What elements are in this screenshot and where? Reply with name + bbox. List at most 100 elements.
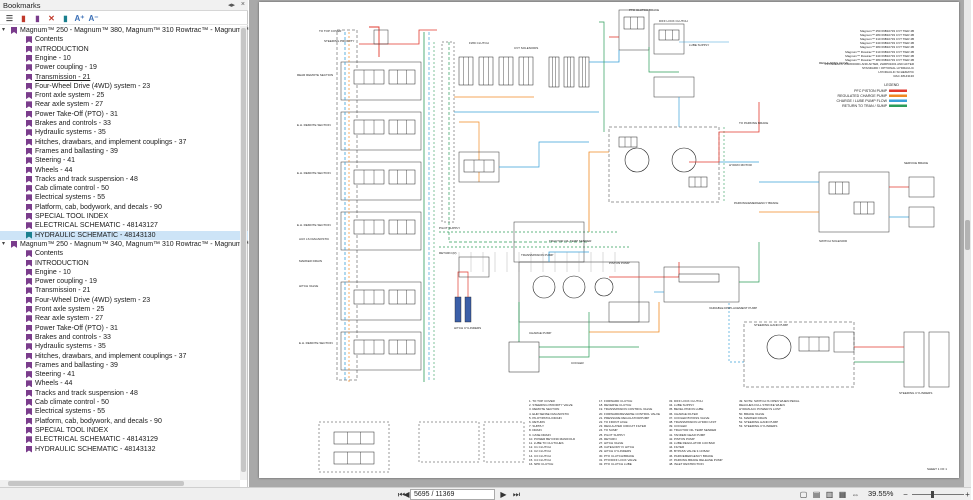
continuous-view-icon[interactable]: ▤: [812, 490, 821, 499]
bookmark-item[interactable]: INTRODUCTION: [0, 45, 248, 54]
bookmark-options-icon[interactable]: ☰: [5, 14, 14, 23]
bookmark-item[interactable]: Hitches, drawbars, and implement couplin…: [0, 138, 248, 147]
bookmark-item[interactable]: Four-Wheel Drive (4WD) system - 23: [0, 82, 248, 91]
bookmark-item[interactable]: Rear axle system - 27: [0, 314, 248, 323]
fit-width-icon[interactable]: ⇔: [851, 490, 860, 499]
scrollbar-thumb[interactable]: [8, 481, 184, 486]
zoom-in-icon[interactable]: +: [965, 490, 970, 499]
two-page-view-icon[interactable]: ▥: [825, 490, 834, 499]
bookmarks-horizontal-scrollbar[interactable]: [0, 480, 240, 487]
delete-bookmark-icon[interactable]: ✕: [48, 14, 55, 23]
bookmark-item[interactable]: Contents: [0, 249, 248, 258]
bookmark-item[interactable]: Platform, cab, bodywork, and decals - 90: [0, 203, 248, 212]
single-page-view-icon[interactable]: ▢: [799, 490, 808, 499]
bookmark-label: Frames and ballasting - 39: [35, 361, 118, 369]
page-number-input[interactable]: 5695 / 11369: [410, 489, 495, 500]
collapse-panel-icon[interactable]: ◂▸: [227, 2, 235, 9]
bookmark-item[interactable]: ELECTRICAL SCHEMATIC - 48143127: [0, 221, 248, 230]
increase-text-size-icon[interactable]: A⁺: [74, 14, 85, 23]
bookmark-item[interactable]: Tracks and track suspension - 48: [0, 389, 248, 398]
bookmark-item[interactable]: Electrical systems - 55: [0, 407, 248, 416]
expand-bookmark-icon[interactable]: ▮: [35, 14, 40, 23]
decrease-text-size-icon[interactable]: A⁻: [88, 14, 99, 23]
bookmark-item[interactable]: SPECIAL TOOL INDEX: [0, 212, 248, 221]
schematic-label: RETURN TO TRAN / SUMP: [842, 104, 887, 108]
bookmark-item[interactable]: INTRODUCTION: [0, 259, 248, 268]
bookmarks-vertical-scrollbar[interactable]: [240, 26, 247, 480]
next-page-icon[interactable]: ▶: [500, 490, 507, 499]
bookmark-item[interactable]: Power coupling - 19: [0, 63, 248, 72]
bookmark-item[interactable]: Power coupling - 19: [0, 277, 248, 286]
bookmark-item[interactable]: Front axle system - 25: [0, 305, 248, 314]
scrollbar-thumb[interactable]: [965, 220, 970, 250]
schematic-label: 36. CHARGE FILTER: [669, 411, 698, 416]
bookmark-item[interactable]: Brakes and controls - 33: [0, 333, 248, 342]
valve-symbol: [798, 336, 830, 352]
bookmark-item[interactable]: Front axle system - 25: [0, 91, 248, 100]
document-scrollbar[interactable]: [964, 0, 971, 487]
bookmark-item[interactable]: SPECIAL TOOL INDEX: [0, 426, 248, 435]
bookmark-item[interactable]: Tracks and track suspension - 48: [0, 175, 248, 184]
bookmark-item[interactable]: Hydraulic systems - 35: [0, 128, 248, 137]
bookmark-item[interactable]: Power Take-Off (PTO) - 31: [0, 110, 248, 119]
bookmark-item[interactable]: Hydraulic systems - 35: [0, 342, 248, 351]
bookmark-item[interactable]: Platform, cab, bodywork, and decals - 90: [0, 417, 248, 426]
expand-toggle-icon[interactable]: ▾: [2, 27, 6, 33]
bookmark-item[interactable]: Four-Wheel Drive (4WD) system - 23: [0, 296, 248, 305]
bookmark-icon: [26, 120, 32, 127]
hydraulic-line: [599, 21, 605, 132]
scrollbar-thumb[interactable]: [241, 28, 246, 472]
bookmark-item[interactable]: Engine - 10: [0, 268, 248, 277]
bookmark-item[interactable]: Steering - 41: [0, 156, 248, 165]
cylinder-symbol: [678, 273, 720, 283]
bookmark-item[interactable]: Cab climate control - 50: [0, 398, 248, 407]
bookmark-label: Four-Wheel Drive (4WD) system - 23: [35, 296, 151, 304]
bookmark-item[interactable]: Transmission - 21: [0, 73, 248, 82]
bookmark-item[interactable]: Engine - 10: [0, 54, 248, 63]
zoom-slider-knob[interactable]: [931, 491, 934, 498]
legend-swatch: [889, 89, 907, 92]
first-page-icon[interactable]: ⏮: [397, 490, 406, 499]
close-panel-icon[interactable]: ×: [240, 1, 245, 8]
bookmark-icon: [26, 64, 32, 72]
valve-symbol: [353, 69, 385, 85]
schematic-label: AUX LS DIAGNOSTIC: [299, 237, 330, 241]
valve-symbol: [688, 176, 708, 188]
expand-toggle-icon[interactable]: ▾: [2, 240, 6, 247]
zoom-slider[interactable]: [912, 491, 964, 498]
schematic-label: 34. LUBE SUPPLY: [669, 403, 695, 408]
bookmark-group[interactable]: ▾Magnum™ 250 - Magnum™ 340, Magnum™ 310 …: [0, 240, 273, 249]
bookmark-properties-icon[interactable]: ▮: [63, 14, 68, 23]
bookmark-item[interactable]: ELECTRICAL SCHEMATIC - 48143129: [0, 435, 248, 444]
hydraulic-line: [499, 141, 589, 168]
bookmark-group[interactable]: ▾Magnum™ 250 - Magnum™ 380, Magnum™ 310 …: [0, 26, 269, 35]
schematic-label: 14. C3 CLUTCH: [529, 453, 551, 458]
bookmark-icon: [11, 27, 17, 34]
bookmark-item[interactable]: Frames and ballasting - 39: [0, 147, 248, 156]
bookmark-item[interactable]: Electrical systems - 55: [0, 193, 248, 202]
bookmark-item[interactable]: Hitches, drawbars, and implement couplin…: [0, 352, 248, 361]
bookmark-item[interactable]: Rear axle system - 27: [0, 100, 248, 109]
previous-page-icon[interactable]: ◀: [403, 490, 410, 499]
zoom-level[interactable]: 39.55%: [868, 489, 894, 498]
bookmark-item[interactable]: Cab climate control - 50: [0, 184, 248, 193]
bookmark-item[interactable]: Contents: [0, 35, 248, 44]
zoom-out-icon[interactable]: −: [903, 490, 908, 499]
bookmark-icon: [26, 352, 32, 360]
bookmark-item[interactable]: Brakes and controls - 33: [0, 119, 248, 128]
last-page-icon[interactable]: ⏭: [512, 490, 521, 499]
bookmark-item[interactable]: Frames and ballasting - 39: [0, 361, 248, 370]
new-bookmark-icon[interactable]: ▮: [21, 14, 26, 23]
bookmark-item[interactable]: Wheels - 44: [0, 379, 248, 388]
bookmark-item[interactable]: Transmission - 21: [0, 286, 248, 295]
schematic-label: PIN BREAKS: ZGRF00001 AND AFTER, ZHRP010…: [824, 61, 914, 66]
bookmark-item[interactable]: HYDRAULIC SCHEMATIC - 48143132: [0, 445, 248, 454]
facing-view-icon[interactable]: ▦: [838, 490, 847, 499]
bookmark-item[interactable]: Wheels - 44: [0, 166, 248, 175]
sump-reservoir: [508, 341, 540, 373]
bookmark-label: HYDRAULIC SCHEMATIC - 48143132: [35, 445, 156, 453]
bookmark-item[interactable]: HYDRAULIC SCHEMATIC - 48143130: [0, 230, 248, 240]
bookmark-item[interactable]: Steering - 41: [0, 370, 248, 379]
bookmark-item[interactable]: Power Take-Off (PTO) - 31: [0, 324, 248, 333]
bookmark-icon: [26, 101, 32, 109]
